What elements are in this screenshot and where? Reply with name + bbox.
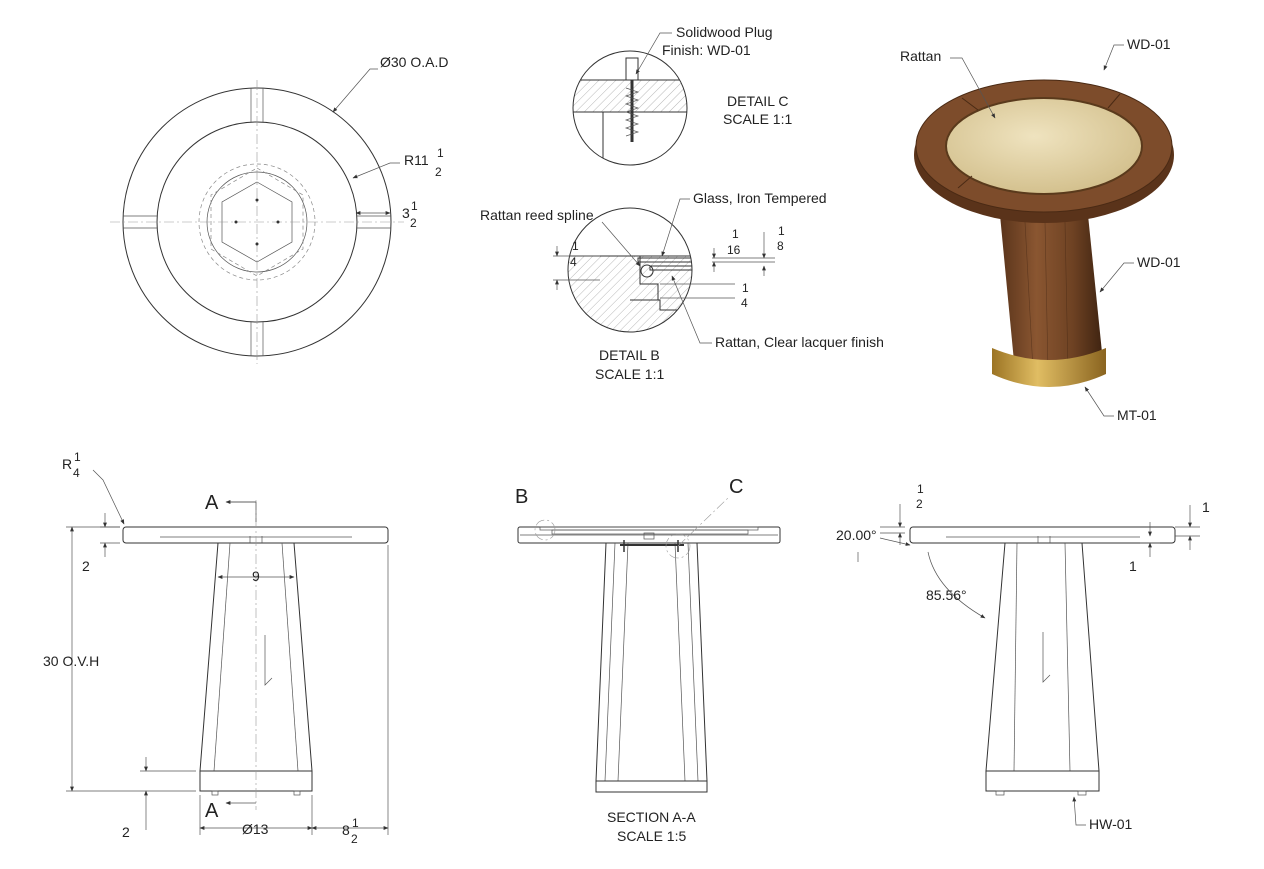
render-top-finish-label: WD-01 xyxy=(1127,36,1171,52)
detail-b-scale: SCALE 1:1 xyxy=(595,366,664,382)
detail-marker-c: C xyxy=(729,476,743,498)
top-thickness-label: 2 xyxy=(82,558,90,574)
side-angle-top: 20.00° xyxy=(836,527,877,543)
rim-width-whole: 3 xyxy=(402,205,410,221)
section-marker-bottom: A xyxy=(205,800,219,822)
detail-b-dim-top1-num: 1 xyxy=(732,227,739,241)
stem-width-label: 9 xyxy=(252,568,260,584)
detail-b-dim-left-den: 4 xyxy=(570,255,577,269)
detail-c-title: DETAIL C xyxy=(727,93,788,109)
detail-b-dim-top2-den: 8 xyxy=(777,239,784,253)
top-diameter-label: Ø30 O.A.D xyxy=(380,54,448,70)
render-rattan-label: Rattan xyxy=(900,48,941,64)
detail-b-dim-top2-num: 1 xyxy=(778,224,785,238)
render-base-finish-label: WD-01 xyxy=(1137,254,1181,270)
edge-radius-num: 1 xyxy=(74,450,81,464)
base-diameter-label: Ø13 xyxy=(242,821,269,837)
side-dim-lower: 1 xyxy=(1129,558,1137,574)
detail-b-dim-left-num: 1 xyxy=(572,239,579,253)
top-view: Ø30 O.A.D R11 1 2 3 1 2 xyxy=(110,54,448,364)
side-elevation: 1 2 20.00° 85.56° 1 1 HW-01 xyxy=(836,482,1210,832)
overhang-num: 1 xyxy=(352,816,359,830)
detail-b-glass-label: Glass, Iron Tempered xyxy=(693,190,827,206)
detail-b-spline-label: Rattan reed spline xyxy=(480,207,594,223)
detail-b-dim-right-den: 4 xyxy=(741,296,748,310)
side-dim-right: 1 xyxy=(1202,499,1210,515)
section-a-a: B C SECTION A-A SCALE 1:5 xyxy=(515,476,781,844)
top-radius-den: 2 xyxy=(435,165,442,179)
overhang-whole: 8 xyxy=(342,822,350,838)
table-render: Rattan WD-01 WD-01 MT-01 xyxy=(900,36,1181,423)
detail-c-scale: SCALE 1:1 xyxy=(723,111,792,127)
section-marker-top: A xyxy=(205,492,219,514)
detail-b: Rattan reed spline Glass, Iron Tempered … xyxy=(480,190,884,382)
plinth-height-label: 2 xyxy=(122,824,130,840)
top-radius-label: R11 xyxy=(404,152,429,168)
detail-b-dim-right-num: 1 xyxy=(742,281,749,295)
detail-b-rattan-label: Rattan, Clear lacquer finish xyxy=(715,334,884,350)
side-dim-top-den: 2 xyxy=(916,497,923,511)
edge-radius-den: 4 xyxy=(73,466,80,480)
detail-c-callout-2: Finish: WD-01 xyxy=(662,42,751,58)
overhang-den: 2 xyxy=(351,832,358,846)
detail-c: Solidwood Plug Finish: WD-01 DETAIL C SC… xyxy=(572,24,792,166)
section-title: SECTION A-A xyxy=(607,809,696,825)
detail-marker-b: B xyxy=(515,486,528,508)
top-radius-num: 1 xyxy=(437,146,444,160)
render-metal-label: MT-01 xyxy=(1117,407,1157,423)
front-elevation: A A R 1 4 2 9 30 O.V.H 2 Ø13 8 1 2 xyxy=(43,450,389,846)
detail-b-dim-top1-den: 16 xyxy=(727,243,741,257)
detail-b-title: DETAIL B xyxy=(599,347,660,363)
edge-radius-label: R xyxy=(62,456,72,472)
rim-width-den: 2 xyxy=(410,216,417,230)
rim-width-num: 1 xyxy=(411,199,418,213)
section-scale: SCALE 1:5 xyxy=(617,828,686,844)
hardware-label: HW-01 xyxy=(1089,816,1133,832)
side-dim-top-num: 1 xyxy=(917,482,924,496)
overall-height-label: 30 O.V.H xyxy=(43,653,99,669)
detail-c-callout-1: Solidwood Plug xyxy=(676,24,773,40)
side-angle-leg: 85.56° xyxy=(926,587,967,603)
